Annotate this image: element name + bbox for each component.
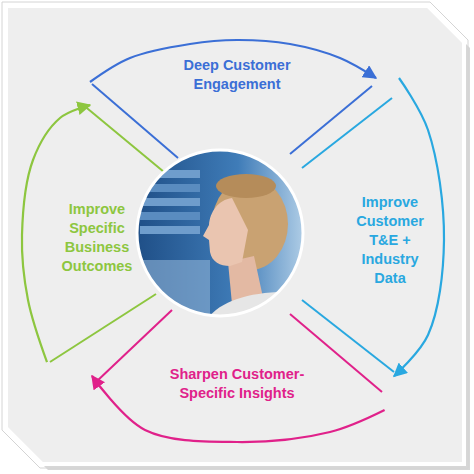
cycle-step: Deep Customer Engagement [90,40,384,110]
traveler-photo [130,145,310,330]
step-label: Improve Customer T&E + Industry Data [351,193,429,288]
divider-line [82,104,164,172]
divider-line [302,98,392,168]
divider-line [50,294,156,362]
panel-background [6,6,464,464]
departure-board-row [140,198,200,206]
step-label: Improve Specific Business Outcomes [56,200,138,276]
cycle-step: Improve Specific Business Outcomes [47,100,147,376]
photo-backdrop [130,145,310,325]
clothing [200,292,310,330]
step-label: Sharpen Customer-Specific Insights [157,365,317,403]
departure-board-row [140,212,200,220]
divider-line [290,86,372,154]
divider-line [96,310,172,382]
cycle-step: Improve Customer T&E + Industry Data [345,78,435,402]
departure-board-row [140,226,200,234]
panel-border [2,2,468,468]
departure-board-row [140,170,200,178]
face [203,198,248,266]
photo-ring [137,150,303,316]
photo-blur [140,260,210,330]
hair-braid [216,174,276,198]
cycle-step: Sharpen Customer-Specific Insights [80,358,394,410]
step-label: Deep Customer Engagement [167,56,307,94]
